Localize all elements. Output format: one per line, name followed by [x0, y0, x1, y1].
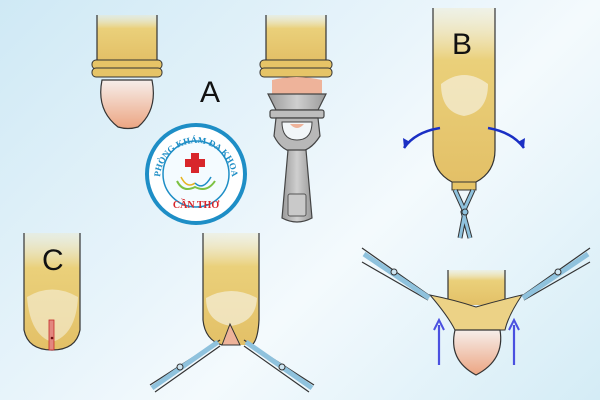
panel-e-retraction-icon [361, 247, 591, 376]
clinic-logo-watermark: PHÒNG KHÁM ĐA KHOA CẦN THƠ [143, 121, 249, 227]
clamp-device-icon [259, 15, 333, 223]
medical-cross-icon [185, 153, 205, 173]
penis-before-icon [91, 15, 163, 130]
panel-d-forceps-icon [149, 233, 315, 393]
logo-ring-icon: PHÒNG KHÁM ĐA KHOA [145, 123, 247, 225]
panel-b-forceps-icon [402, 8, 525, 239]
panel-c-incision-icon [23, 233, 81, 351]
logo-bottom-text: CẦN THƠ [172, 200, 220, 211]
label-a: A [200, 76, 221, 109]
label-c: C [42, 244, 64, 277]
label-b: B [452, 28, 473, 61]
